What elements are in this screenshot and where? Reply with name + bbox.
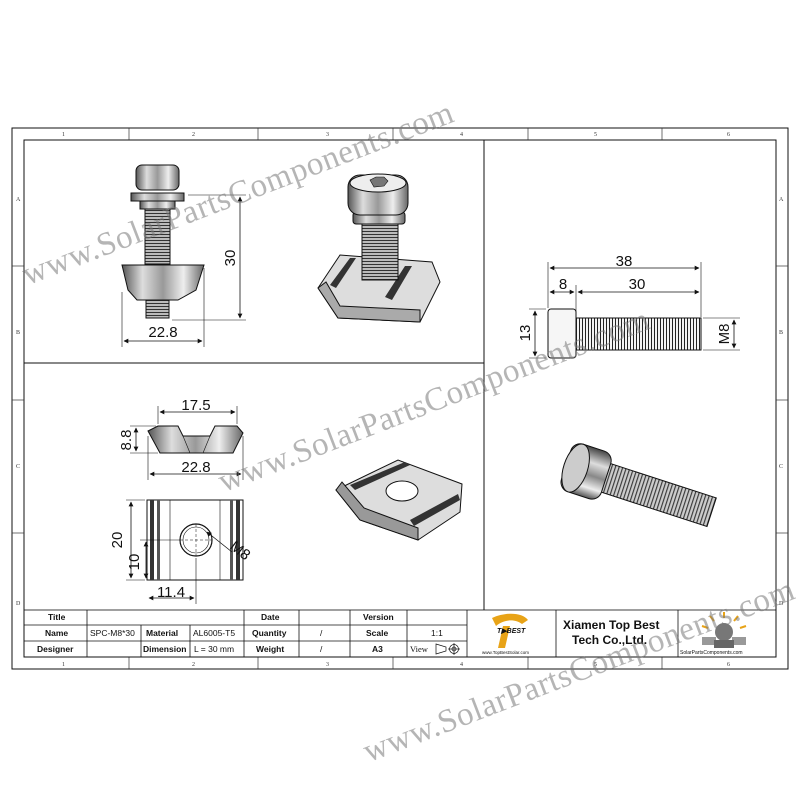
logo-right-url: SolarPartsComponents.com bbox=[680, 650, 743, 656]
nut-isometric-view bbox=[335, 459, 463, 541]
logo-left-text: T▶BEST bbox=[497, 628, 526, 635]
dim-label-10: 10 bbox=[126, 554, 143, 571]
grid-row-a-right: A bbox=[779, 197, 784, 203]
grid-row-c-right: C bbox=[779, 464, 783, 470]
dim-30-top-left: 30 bbox=[172, 194, 246, 321]
grid-col-5-bottom: 5 bbox=[594, 662, 597, 668]
grid-col-5: 5 bbox=[594, 132, 597, 138]
dim-label-8: 8 bbox=[559, 276, 567, 293]
grid-col-2-bottom: 2 bbox=[192, 662, 195, 668]
scale-value: 1:1 bbox=[431, 628, 443, 638]
size-value: A3 bbox=[372, 644, 383, 654]
assembly-front-view bbox=[121, 164, 205, 319]
dim-22-8-top-left: 22.8 bbox=[121, 268, 205, 347]
dim-label-22-8-top: 22.8 bbox=[148, 324, 177, 341]
grid-col-1: 1 bbox=[62, 132, 65, 138]
grid-row-b-right: B bbox=[779, 330, 783, 336]
material-label: Material bbox=[146, 628, 179, 638]
company-name-line1: Xiamen Top Best bbox=[563, 618, 660, 632]
dim-label-17-5: 17.5 bbox=[181, 397, 210, 414]
name-value: SPC-M8*30 bbox=[90, 628, 135, 638]
top-best-logo-mark bbox=[492, 613, 528, 648]
outer-frame bbox=[11, 127, 789, 670]
bolt-side-view bbox=[547, 308, 702, 359]
name-label: Name bbox=[45, 628, 69, 638]
nut-end-view bbox=[147, 425, 244, 454]
dimension-label: Dimension bbox=[143, 644, 187, 654]
dim-label-22-8-mid: 22.8 bbox=[181, 459, 210, 476]
grid-col-2: 2 bbox=[192, 132, 195, 138]
assembly-isometric-view bbox=[317, 173, 441, 323]
grid-col-3: 3 bbox=[326, 132, 329, 138]
grid-row-a: A bbox=[16, 197, 21, 203]
dim-label-38: 38 bbox=[616, 253, 633, 270]
projection-view-icon bbox=[435, 643, 460, 655]
grid-ticks bbox=[12, 128, 788, 669]
dim-label-8-8: 8.8 bbox=[118, 430, 135, 451]
nut-top-view bbox=[146, 499, 244, 581]
dimension-value: L = 30 mm bbox=[194, 644, 235, 654]
grid-col-1-bottom: 1 bbox=[62, 662, 65, 668]
grid-col-3-bottom: 3 bbox=[326, 662, 329, 668]
material-value: AL6005-T5 bbox=[193, 628, 236, 638]
title-label: Title bbox=[48, 612, 66, 622]
grid-row-b: B bbox=[16, 330, 20, 336]
logo-left-url: www.TopBestSolar.com bbox=[482, 650, 530, 655]
solar-parts-logo-mark bbox=[701, 612, 747, 648]
grid-col-4-bottom: 4 bbox=[460, 662, 463, 668]
grid-row-c: C bbox=[16, 464, 20, 470]
dim-label-m8-right: M8 bbox=[716, 324, 733, 345]
dim-label-13: 13 bbox=[517, 325, 534, 342]
grid-col-6-bottom: 6 bbox=[727, 662, 730, 668]
quantity-value: / bbox=[320, 628, 323, 638]
weight-label: Weight bbox=[256, 644, 285, 654]
grid-labels: 1 2 3 4 5 6 1 2 3 4 5 6 A B C D A B C D bbox=[16, 132, 784, 668]
grid-row-d: D bbox=[16, 601, 21, 607]
designer-label: Designer bbox=[37, 644, 74, 654]
dim-label-11-4: 11.4 bbox=[157, 584, 185, 601]
bolt-side-dimensions bbox=[529, 262, 740, 359]
bolt-isometric-view bbox=[560, 443, 717, 528]
company-name-line2: Tech Co.,Ltd. bbox=[572, 633, 648, 647]
nut-top-dimensions bbox=[126, 499, 233, 604]
dim-label-20: 20 bbox=[109, 532, 126, 549]
version-label: Version bbox=[363, 612, 394, 622]
grid-row-d-right: D bbox=[779, 601, 784, 607]
title-block-grid bbox=[23, 609, 777, 658]
nut-end-dimensions bbox=[130, 406, 244, 480]
scale-label: Scale bbox=[366, 628, 389, 638]
dim-label-30-vertical: 30 bbox=[222, 250, 239, 267]
date-label: Date bbox=[261, 612, 280, 622]
grid-col-4: 4 bbox=[460, 132, 463, 138]
weight-value: / bbox=[320, 644, 323, 654]
quantity-label: Quantity bbox=[252, 628, 287, 638]
dim-label-30-horizontal: 30 bbox=[629, 276, 646, 293]
view-label: View bbox=[410, 644, 428, 654]
grid-col-6: 6 bbox=[727, 132, 730, 138]
